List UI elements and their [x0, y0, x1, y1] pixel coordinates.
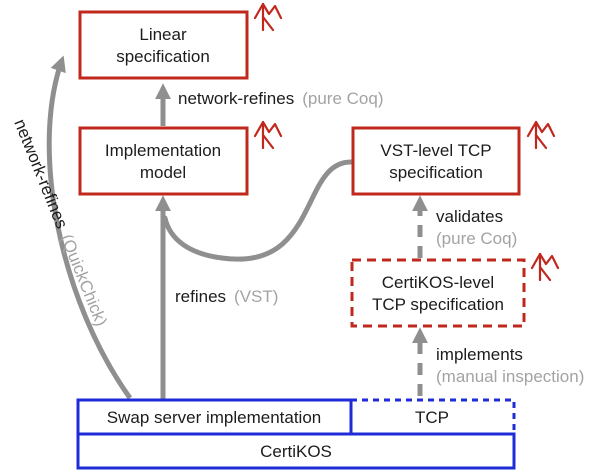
certikos-tcp-spec-box — [350, 258, 526, 328]
implements-label: implements — [436, 345, 523, 364]
coq-rooster-icon — [253, 2, 283, 32]
coq-rooster-icon — [526, 120, 556, 150]
vst-to-model-link — [162, 159, 355, 262]
tcp-label: TCP — [415, 408, 449, 427]
impl-model-line2: model — [140, 163, 186, 182]
impl-model-line1: Implementation — [105, 141, 221, 160]
vst-tcp-spec-box — [351, 126, 521, 196]
validates-note: (pure Coq) — [436, 229, 517, 248]
implements-note: (manual inspection) — [436, 367, 584, 386]
refines-label: refines (VST) — [175, 287, 278, 306]
coq-rooster-icon — [253, 120, 283, 150]
vst-tcp-spec-line1: VST-level TCP — [380, 141, 491, 160]
linear-spec-box — [78, 10, 249, 80]
certikos-label: CertiKOS — [260, 442, 332, 461]
linear-spec-line1: Linear — [139, 25, 187, 44]
impl-model-box — [78, 126, 249, 196]
network-refines-label: network-refines (pure Coq) — [178, 89, 383, 108]
certikos-box — [76, 432, 516, 470]
coq-rooster-icon — [530, 252, 560, 282]
vst-tcp-spec-line2: specification — [389, 163, 483, 182]
swap-server-label: Swap server implementation — [107, 408, 321, 427]
validates-label: validates — [436, 207, 503, 226]
certikos-tcp-spec-line1: CertiKOS-level — [382, 273, 494, 292]
network-refines-quickchick-arrow — [46, 55, 133, 400]
certikos-tcp-spec-line2: TCP specification — [372, 295, 504, 314]
linear-spec-line2: specification — [116, 47, 210, 66]
